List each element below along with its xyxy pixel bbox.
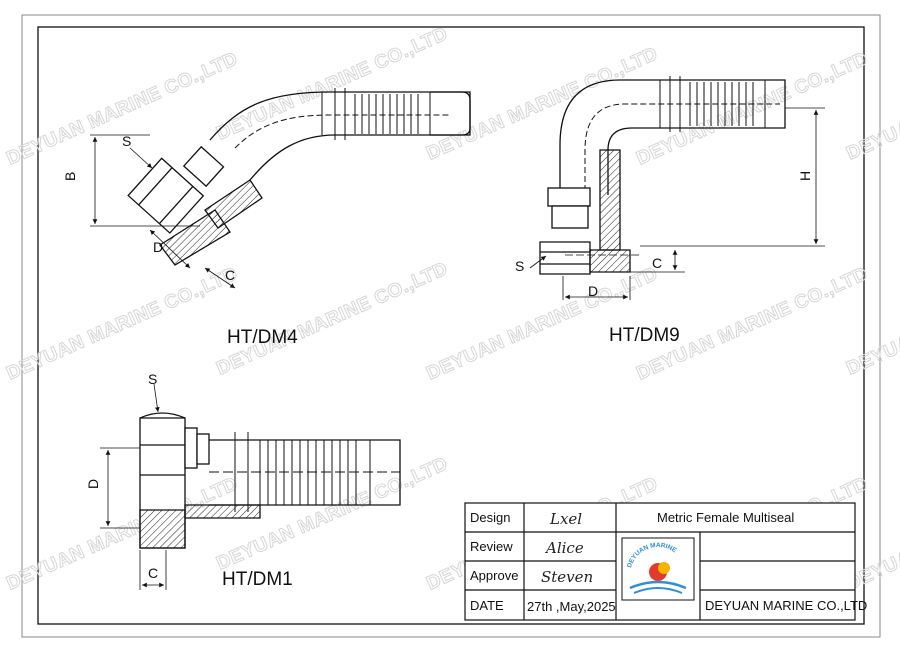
signature-design: Lxel <box>549 510 582 528</box>
watermark-text: DEYUAN MARINE CO.,LTD <box>213 258 451 379</box>
row-label-date: DATE <box>470 598 504 613</box>
row-label-design: Design <box>470 510 510 525</box>
dim-s-dm9: S <box>515 258 524 274</box>
row-label-review: Review <box>470 539 513 554</box>
watermark-text: DEYUAN MARINE CO.,LTD <box>213 23 451 144</box>
watermark-text: DEYUAN MARINE CO.,LTD <box>3 473 241 594</box>
inner-border <box>37 26 865 625</box>
dim-s-dm1: S <box>148 371 157 387</box>
dim-c-dm9: C <box>652 255 662 271</box>
dim-s-dm4: S <box>122 133 131 149</box>
signature-review: Alice <box>544 539 584 557</box>
drawing-ht-dm1 <box>100 383 401 590</box>
drawing-label-dm1: HT/DM1 <box>222 569 293 590</box>
dim-c-dm4: C <box>225 267 235 283</box>
signature-approve: Steven <box>541 568 593 586</box>
dim-c-dm1: C <box>148 565 158 581</box>
watermark-text: DEYUAN MARINE CO.,LTD <box>633 48 871 169</box>
dim-d-dm1: D <box>85 479 101 489</box>
title-block <box>464 502 856 621</box>
dim-b-dm4: B <box>62 172 78 181</box>
dim-d-dm9: D <box>588 283 598 299</box>
drawing-label-dm9: HT/DM9 <box>609 325 680 346</box>
watermark-text: DEYUAN MARINE CO.,LTD <box>3 263 241 384</box>
watermark-text: DEYUAN MARINE CO.,LTD <box>633 263 871 384</box>
outer-border <box>21 14 881 638</box>
date-value: 27th ,May,2025 <box>527 599 616 614</box>
drawing-label-dm4: HT/DM4 <box>227 327 298 348</box>
dim-h-dm9: H <box>797 171 813 181</box>
company-name: DEYUAN MARINE CO.,LTD <box>705 598 867 613</box>
drawing-title: Metric Female Multiseal <box>657 510 794 525</box>
drawing-ht-dm9 <box>529 76 825 300</box>
dim-d-dm4: D <box>153 239 163 255</box>
drawing-ht-dm4 <box>90 88 471 289</box>
row-label-approve: Approve <box>470 568 518 583</box>
watermark-text: DEYUAN MARINE CO.,LTD <box>423 263 661 384</box>
